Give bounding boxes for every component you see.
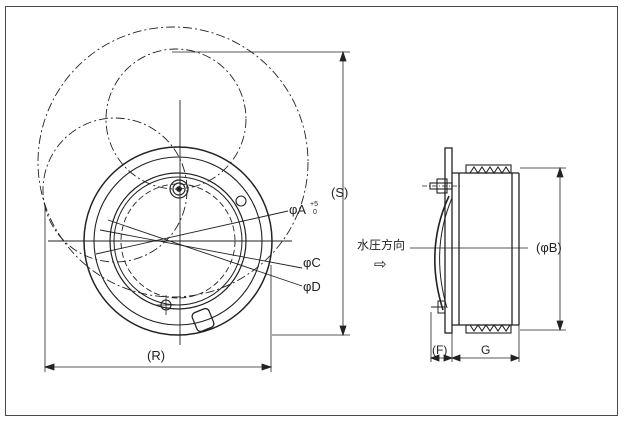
- bottom-gasket: [465, 324, 512, 334]
- top-gasket-band: [465, 164, 512, 174]
- dim-s-label: (S): [331, 185, 348, 200]
- hinge-boss: [169, 179, 189, 199]
- swing-circle-left: [42, 117, 188, 263]
- dim-r-lines: [43, 205, 273, 372]
- dim-phi-a-label: φA: [289, 202, 306, 217]
- dim-s-arrow-bottom: [339, 325, 347, 337]
- dim-phi-c-label: φC: [303, 255, 321, 270]
- dim-b-arrow-bottom: [556, 320, 564, 332]
- lower-bolt: [156, 295, 176, 315]
- dim-r-label: (R): [147, 348, 165, 363]
- swing-circle-large: [37, 26, 309, 298]
- body-cylinder: [452, 172, 520, 326]
- dim-r-arrow-right: [261, 363, 273, 371]
- water-pressure-direction-label: 水圧方向: [357, 237, 405, 252]
- handle-lug-body: [191, 307, 215, 333]
- flange-plate: [444, 147, 453, 334]
- hinge-boss-outer: [169, 179, 189, 199]
- side-view-labels: 水圧方向 ⇨ (φB) (F) G: [357, 237, 562, 357]
- side-hinge-bolt: [422, 178, 462, 194]
- dim-g-arrow-right: [510, 354, 521, 362]
- dim-phi-a-text: φA: [289, 202, 306, 217]
- dim-b-arrow-top: [556, 166, 564, 178]
- dim-f-arrow-right: [443, 354, 454, 362]
- dim-phi-b-label: (φB): [536, 240, 562, 255]
- dim-g-label: G: [481, 343, 490, 357]
- front-view: [37, 26, 350, 372]
- water-pressure-arrow-icon: ⇨: [374, 256, 387, 273]
- dim-f-label: (F): [432, 343, 447, 357]
- leader-phi-c: [99, 229, 303, 269]
- side-lower-bolt: [431, 300, 446, 314]
- side-view: [410, 147, 566, 362]
- top-gasket: [465, 164, 512, 174]
- dim-fg-lines: [429, 312, 521, 362]
- dim-s-arrow-top: [339, 50, 347, 62]
- hinge-boss-mid: [172, 182, 186, 196]
- flap-disc-inner: [439, 197, 453, 309]
- leader-phi-d: [107, 219, 303, 287]
- bottom-gasket-teeth: [469, 324, 511, 332]
- dim-f-arrow-left: [429, 354, 440, 362]
- drawing-frame: [5, 6, 618, 416]
- dim-g-arrow-left: [450, 354, 461, 362]
- top-gasket-teeth: [469, 166, 511, 174]
- leader-phi-a: [95, 210, 289, 255]
- dim-phi-a-tol-upper: +5: [310, 201, 318, 208]
- flap-disc-outer: [434, 195, 450, 311]
- swing-range-circles: [37, 26, 309, 298]
- dim-s-lines: [172, 50, 350, 337]
- bottom-gasket-band: [465, 324, 512, 334]
- dim-r-arrow-left: [43, 363, 55, 371]
- small-hole: [235, 195, 247, 207]
- dim-phi-a-tol-lower: 0: [313, 209, 317, 216]
- front-view-labels: (S) φA +5 0 φC φD (R): [147, 185, 348, 363]
- dim-b-lines: [520, 166, 566, 332]
- swing-circle-top: [105, 48, 247, 190]
- handle-lug: [191, 307, 215, 333]
- dim-phi-d-label: φD: [303, 279, 321, 294]
- hinge-boss-inner: [176, 186, 182, 192]
